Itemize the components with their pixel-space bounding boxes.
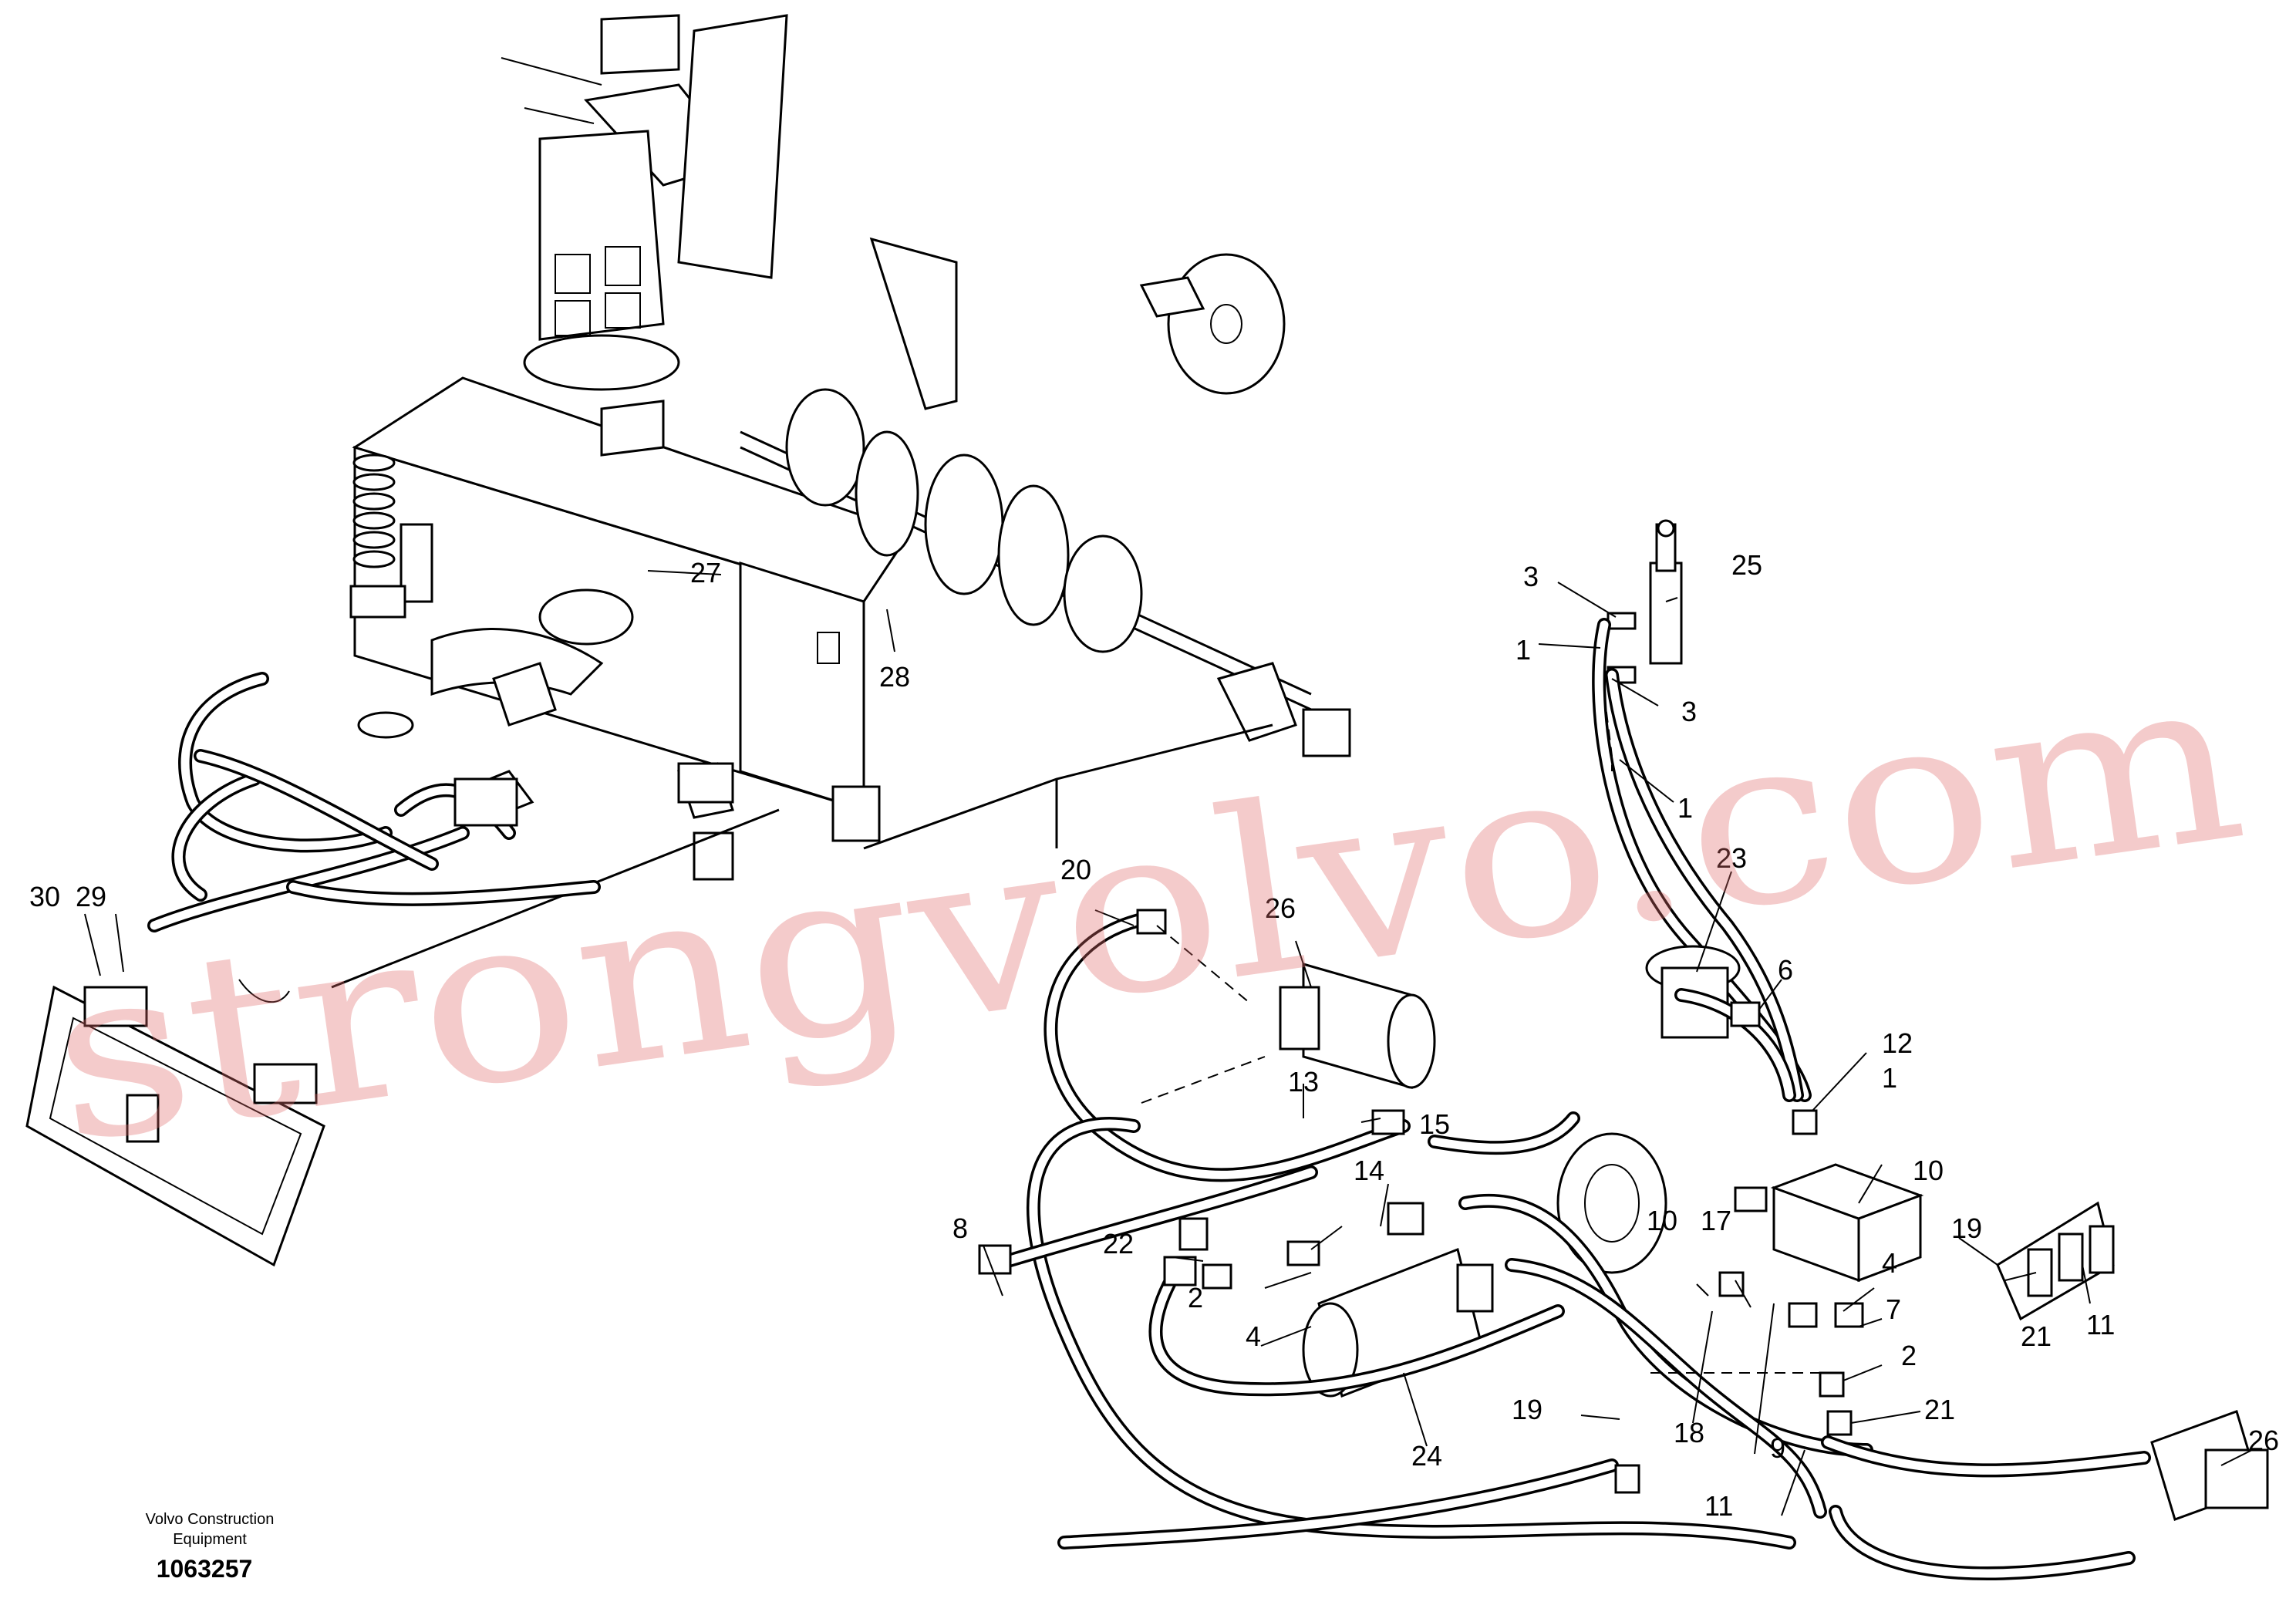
callout-labels: 1 1 2 2 3 3 4 4 6 7 8 9 10 10 11 11 12 1…: [29, 549, 2279, 1522]
callout-26-a: 26: [1265, 892, 1296, 924]
callout-9: 9: [1770, 1432, 1785, 1464]
callout-13: 13: [1288, 1066, 1319, 1098]
title-block: Volvo Construction Equipment 1063257: [146, 1511, 275, 1583]
callout-30: 30: [29, 881, 60, 912]
callout-12: 12: [1882, 1027, 1913, 1059]
callout-29: 29: [76, 881, 106, 912]
callout-22: 22: [1103, 1228, 1134, 1259]
callout-17: 17: [1701, 1205, 1731, 1236]
callout-20: 20: [1060, 854, 1091, 885]
callout-10-a: 10: [1647, 1205, 1677, 1236]
callout-2-b: 2: [1901, 1340, 1917, 1371]
callout-19-a: 19: [1512, 1394, 1542, 1425]
callout-4-b: 4: [1882, 1247, 1897, 1279]
watermark-text: strongvolvo.com: [35, 622, 2257, 1195]
callout-23: 23: [1716, 842, 1747, 874]
callout-1-c: 1: [1882, 1062, 1897, 1094]
callout-3-b: 3: [1681, 696, 1697, 727]
spring-stack: [349, 454, 433, 619]
callout-27: 27: [690, 557, 721, 588]
snowblower-assembly: [147, 14, 912, 989]
callout-25: 25: [1731, 549, 1762, 581]
callout-11-b: 11: [2086, 1309, 2115, 1340]
callout-6: 6: [1778, 954, 1793, 986]
callout-24: 24: [1411, 1440, 1442, 1472]
callout-7: 7: [1886, 1293, 1901, 1325]
callout-3-a: 3: [1523, 561, 1539, 592]
callout-15: 15: [1419, 1108, 1450, 1140]
brand-line-1: Volvo Construction: [146, 1511, 275, 1528]
callout-14: 14: [1354, 1155, 1384, 1186]
callout-28: 28: [879, 661, 910, 693]
callout-19-b: 19: [1951, 1212, 1982, 1244]
callout-26-b: 26: [2248, 1425, 2279, 1456]
callout-11-a: 11: [1704, 1490, 1733, 1522]
callout-1-a: 1: [1515, 634, 1531, 666]
callout-1-b: 1: [1677, 792, 1693, 824]
drawing-number: 1063257: [157, 1555, 253, 1583]
attach-plate: [25, 979, 325, 1267]
brand-line-2: Equipment: [173, 1531, 247, 1548]
callout-4-a: 4: [1246, 1320, 1261, 1352]
auger-assembly: [740, 237, 1351, 850]
callout-18: 18: [1674, 1417, 1704, 1448]
callout-8: 8: [952, 1212, 968, 1244]
callout-10-b: 10: [1913, 1155, 1944, 1186]
callout-2-a: 2: [1188, 1282, 1203, 1313]
leader-lines: [84, 570, 2253, 1516]
callout-21-a: 21: [1924, 1394, 1955, 1425]
callout-21-b: 21: [2021, 1320, 2052, 1352]
hydraulic-assembly: [978, 519, 2269, 1580]
